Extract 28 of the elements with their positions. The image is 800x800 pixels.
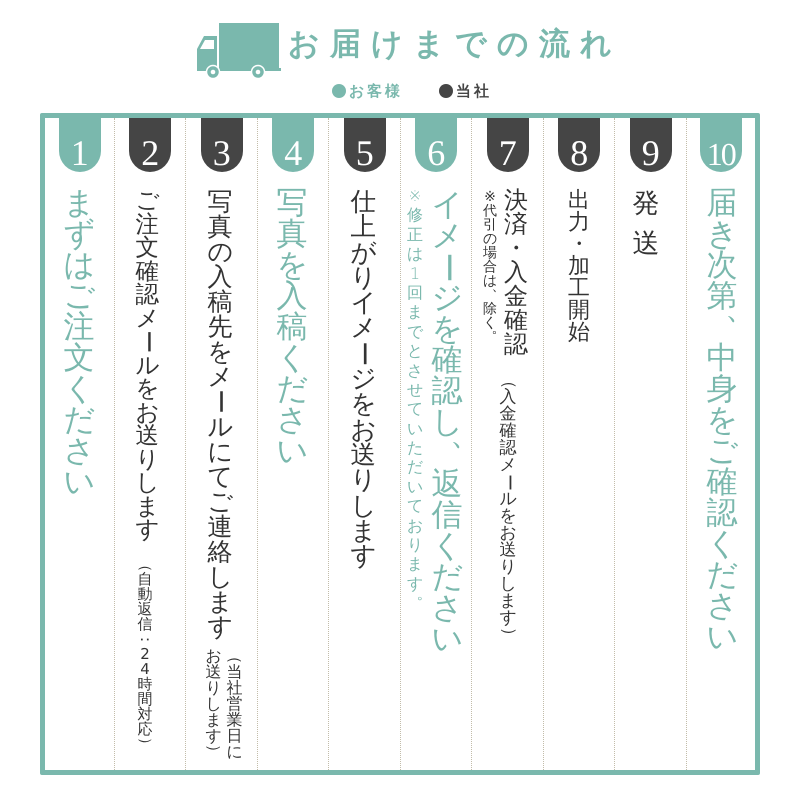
number-tab: 6 [415,118,458,172]
title: お届けまでの流れ [288,26,622,64]
step-text: 写真を入稿ください [276,188,308,467]
number-tab: 5 [344,118,386,172]
step-text: ご注文確認メールをお送りします [136,189,159,542]
note-text: （当社営業日にお送りします） [204,648,245,761]
step-text: まずはご注文ください [64,188,94,498]
note-text: ※代引の場合は、除く。 [483,190,497,337]
number-tab: 9 [630,118,672,172]
legend-label: 当社 [456,81,492,101]
legend-label: お客様 [349,81,403,101]
number-tab: 10 [700,118,742,172]
step-text: イメージを確認し、返信ください [432,190,462,655]
note-text: （入金確認メールをお送りします） [500,372,516,644]
number-tab: 3 [200,118,243,172]
note-text: ※修正は1回までとさせていただいております。 [407,188,423,605]
number-tab: 4 [272,118,314,172]
note-text: （自動返信：24時間対応） [138,557,152,752]
step-text: 発送 [632,190,660,261]
step-text: 仕上がりイメージをお送りします [350,189,376,568]
number-tab: 7 [486,118,529,172]
step-text: 写真の入稿先をメールにてご連絡します [208,189,232,639]
number-tab: 8 [558,118,600,172]
step-text: 決済・入金確認 [504,188,528,356]
step-text: 届き次第、中身をご確認ください [706,188,738,653]
number-tab: 1 [58,118,101,172]
step-text: 出力・加工開始 [568,190,590,344]
number-tab: 2 [129,118,172,172]
